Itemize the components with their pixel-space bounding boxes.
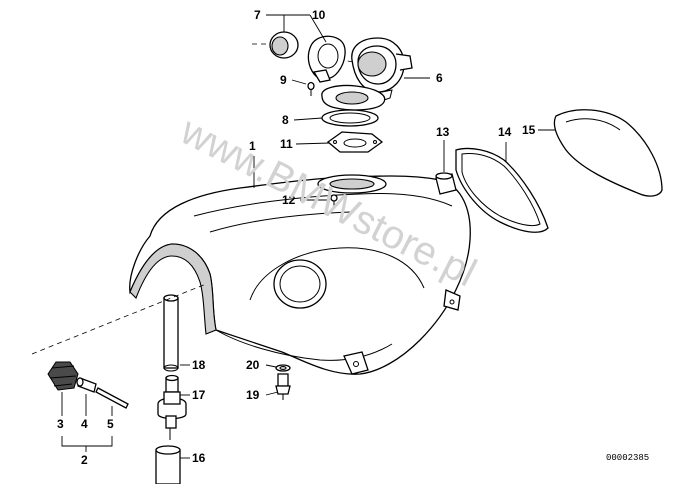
reference-code: 00002385	[606, 453, 649, 463]
callout-8: 8	[282, 113, 289, 127]
callout-15: 15	[522, 123, 536, 137]
callout-7: 7	[254, 8, 261, 22]
callout-13: 13	[436, 125, 450, 139]
mounting-plate-part-11	[326, 131, 384, 153]
callout-18: 18	[192, 358, 206, 372]
callout-6: 6	[436, 71, 443, 85]
callout-5: 5	[107, 417, 114, 431]
cap-flange	[321, 84, 393, 111]
callout-2: 2	[81, 453, 88, 467]
cap-assembly	[252, 31, 413, 153]
rod-part-5	[95, 387, 129, 409]
screw-part-12	[330, 194, 338, 206]
callout-16: 16	[192, 451, 206, 465]
fuel-hose-part-16	[155, 445, 181, 485]
callout-3: 3	[57, 417, 64, 431]
callout-4: 4	[81, 417, 88, 431]
callout-19: 19	[246, 388, 260, 402]
pin-part-4	[76, 377, 97, 393]
side-cover-part-15	[553, 109, 663, 197]
hose-part-18	[163, 294, 179, 372]
screw-part-9	[307, 81, 315, 96]
seal-ring-part-7	[269, 31, 299, 59]
callout-1: 1	[249, 139, 256, 153]
explode-line-kit	[31, 283, 207, 355]
callout-10: 10	[312, 8, 326, 22]
washer-part-20	[275, 364, 291, 372]
gasket-outline-part-14	[455, 147, 549, 233]
callout-9: 9	[280, 73, 287, 87]
filler-cap-part-6	[351, 37, 413, 93]
callout-17: 17	[192, 388, 206, 402]
leader-lines	[61, 14, 556, 459]
gasket-part-8	[321, 109, 379, 127]
callout-11: 11	[280, 137, 293, 151]
lock-ring-part-10	[307, 35, 346, 83]
rubber-pad-part-13	[435, 172, 457, 195]
fuel-tap-part-17	[157, 374, 187, 440]
callout-14: 14	[498, 125, 512, 139]
callout-12: 12	[282, 193, 296, 207]
gear-part-3	[47, 361, 79, 391]
fuel-tank-part-1	[129, 174, 471, 375]
drain-screw-part-19	[275, 373, 291, 400]
callout-20: 20	[246, 358, 260, 372]
